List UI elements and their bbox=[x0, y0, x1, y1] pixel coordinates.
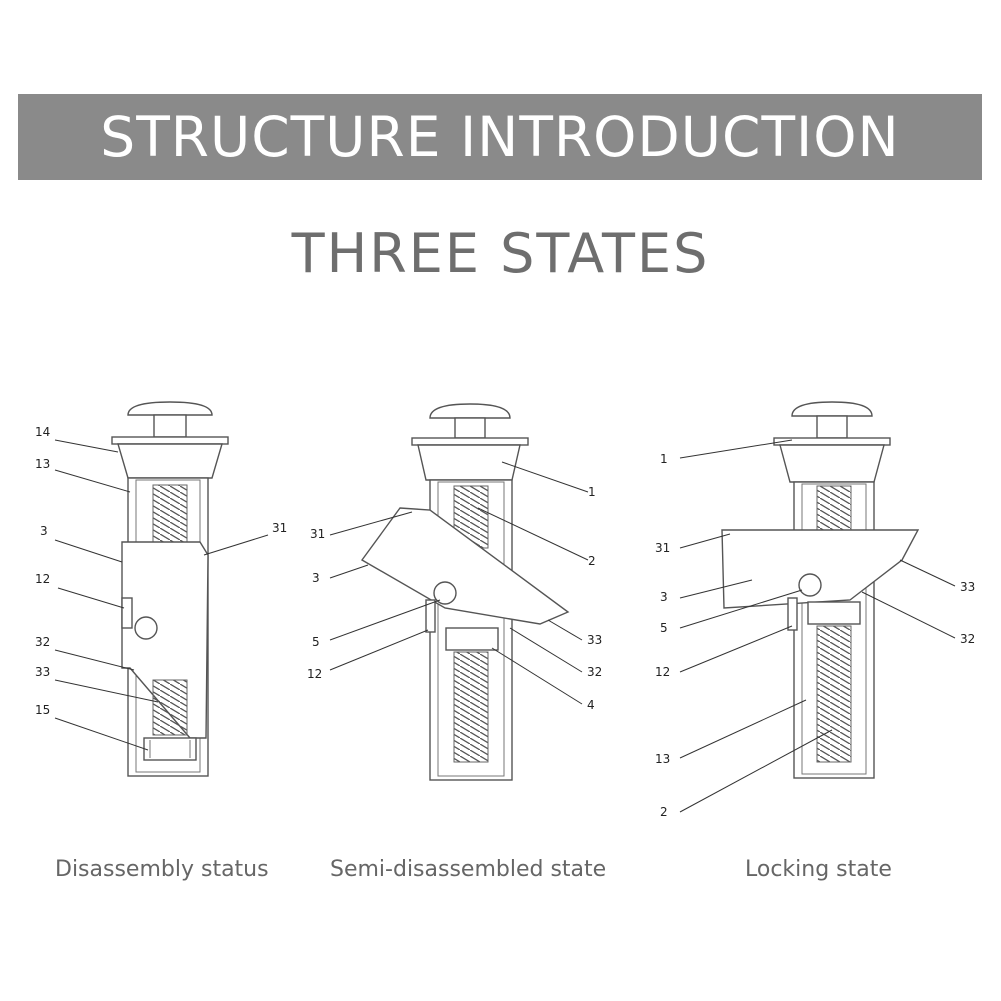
locking-callout-labels: 1 31 3 33 5 32 12 13 2 bbox=[655, 452, 975, 819]
callout-label: 33 bbox=[35, 665, 50, 679]
callout-label: 1 bbox=[660, 452, 668, 466]
semi-disassembled-callout-labels: 1 2 31 3 5 12 33 32 4 bbox=[307, 485, 602, 712]
semi-disassembled-assembly bbox=[360, 403, 570, 781]
callout-label: 3 bbox=[312, 571, 320, 585]
callout-label: 32 bbox=[960, 632, 975, 646]
locking-callout-lines bbox=[679, 439, 956, 813]
disassembly-callout-lines bbox=[54, 439, 269, 751]
callout-label: 12 bbox=[655, 665, 670, 679]
caption-locking: Locking state bbox=[745, 857, 892, 882]
callout-label: 3 bbox=[40, 524, 48, 538]
callout-label: 15 bbox=[35, 703, 50, 717]
callout-label: 32 bbox=[35, 635, 50, 649]
callout-label: 2 bbox=[588, 554, 596, 568]
locking-assembly bbox=[721, 401, 920, 779]
callout-label: 12 bbox=[307, 667, 322, 681]
callout-label: 31 bbox=[310, 527, 325, 541]
callout-label: 32 bbox=[587, 665, 602, 679]
callout-label: 5 bbox=[660, 621, 668, 635]
callout-label: 4 bbox=[587, 698, 595, 712]
callout-label: 12 bbox=[35, 572, 50, 586]
callout-label: 13 bbox=[35, 457, 50, 471]
callout-label: 5 bbox=[312, 635, 320, 649]
caption-disassembly: Disassembly status bbox=[55, 857, 269, 882]
callout-label: 1 bbox=[588, 485, 596, 499]
callout-label: 31 bbox=[655, 541, 670, 555]
callout-label: 33 bbox=[587, 633, 602, 647]
disassembly-callout-labels: 14 13 3 31 12 32 33 15 bbox=[35, 425, 287, 717]
section-subtitle: THREE STATES bbox=[291, 222, 710, 285]
semi-disassembled-callout-lines bbox=[329, 461, 589, 705]
callout-label: 3 bbox=[660, 590, 668, 604]
disassembly-assembly bbox=[111, 401, 229, 777]
callout-label: 31 bbox=[272, 521, 287, 535]
callout-label: 33 bbox=[960, 580, 975, 594]
caption-semi-disassembled: Semi-disassembled state bbox=[330, 857, 607, 882]
callout-label: 2 bbox=[660, 805, 668, 819]
title-banner: STRUCTURE INTRODUCTION bbox=[18, 94, 982, 180]
callout-label: 14 bbox=[35, 425, 50, 439]
callout-label: 13 bbox=[655, 752, 670, 766]
banner-title: STRUCTURE INTRODUCTION bbox=[100, 105, 900, 169]
